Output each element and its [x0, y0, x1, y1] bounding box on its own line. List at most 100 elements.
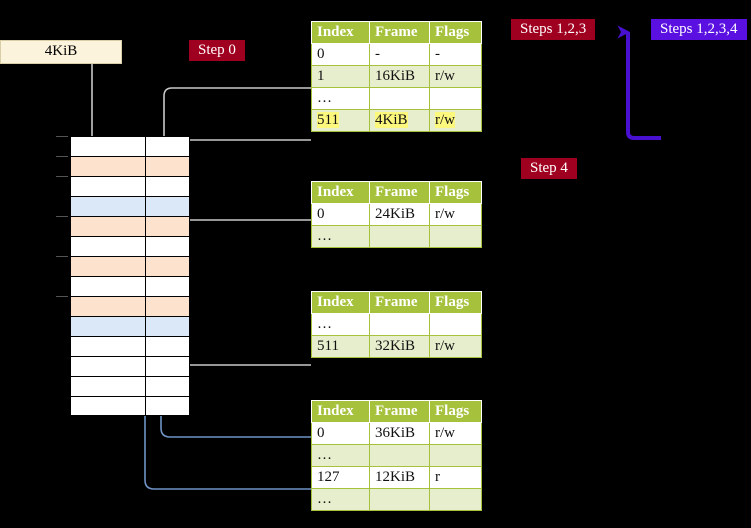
column-header-index: Index	[311, 400, 370, 423]
page-table-level-1: Index Frame Flags 0 - - 1 16KiB r/w … 51…	[311, 21, 482, 132]
memory-row	[70, 216, 190, 236]
cell-index: …	[311, 225, 370, 248]
memory-row	[70, 256, 190, 276]
cell-index: 0	[311, 203, 370, 226]
badge-step-4-label: Step 4	[530, 160, 568, 176]
cell-frame: 32KiB	[369, 335, 430, 358]
table-header-row: Index Frame Flags	[311, 181, 482, 204]
badge-steps-1234: Steps 1,2,3,4	[651, 19, 747, 40]
frame-size-label: 4KiB	[44, 43, 78, 59]
grid-tick	[56, 136, 68, 137]
table-row[interactable]: 127 12KiB r	[311, 466, 482, 489]
memory-row	[70, 276, 190, 296]
cell-flags: r	[429, 466, 482, 489]
memory-row	[70, 356, 190, 376]
cell-index: 0	[311, 43, 370, 66]
memory-row	[70, 296, 190, 316]
memory-row	[70, 396, 190, 416]
cell-index: 511	[311, 109, 370, 132]
grid-tick	[56, 296, 68, 297]
column-header-index: Index	[311, 291, 370, 314]
column-header-index: Index	[311, 21, 370, 44]
cell-flags	[429, 313, 482, 336]
table-row[interactable]: …	[311, 488, 482, 511]
cell-index: 511	[311, 335, 370, 358]
cell-flags	[429, 87, 482, 110]
cell-frame	[369, 444, 430, 467]
connector-l3-to-grid	[173, 308, 311, 366]
grid-tick	[56, 216, 68, 217]
memory-row	[70, 316, 190, 336]
badge-steps-123: Steps 1,2,3	[511, 19, 596, 40]
grid-column-separator	[145, 136, 146, 416]
connector-steps-bracket	[617, 25, 661, 140]
column-header-frame: Frame	[369, 21, 430, 44]
cell-flags	[429, 225, 482, 248]
table-row[interactable]: 0 24KiB r/w	[311, 203, 482, 226]
cell-index: …	[311, 313, 370, 336]
badge-step-0-label: Step 0	[198, 42, 236, 58]
cell-flags: r/w	[429, 109, 482, 132]
column-header-flags: Flags	[429, 400, 482, 423]
cell-frame: 16KiB	[369, 65, 430, 88]
cell-frame: 36KiB	[369, 422, 430, 445]
cell-frame: 24KiB	[369, 203, 430, 226]
cell-index: …	[311, 488, 370, 511]
cell-flags: r/w	[429, 335, 482, 358]
memory-row	[70, 176, 190, 196]
table-row[interactable]: …	[311, 444, 482, 467]
cell-flags: r/w	[429, 65, 482, 88]
table-row[interactable]: 511 4KiB r/w	[311, 109, 482, 132]
column-header-frame: Frame	[369, 400, 430, 423]
column-header-flags: Flags	[429, 181, 482, 204]
page-table-level-2: Index Frame Flags 0 24KiB r/w …	[311, 181, 482, 248]
table-row[interactable]: 0 - -	[311, 43, 482, 66]
cell-frame: 12KiB	[369, 466, 430, 489]
table-row[interactable]: …	[311, 313, 482, 336]
memory-row	[70, 196, 190, 216]
table-header-row: Index Frame Flags	[311, 21, 482, 44]
table-row[interactable]: …	[311, 225, 482, 248]
cell-flags	[429, 444, 482, 467]
badge-steps-123-label: Steps 1,2,3	[520, 21, 587, 37]
cell-flags: r/w	[429, 422, 482, 445]
cell-index: …	[311, 444, 370, 467]
badge-step-4: Step 4	[521, 158, 577, 179]
table-header-row: Index Frame Flags	[311, 291, 482, 314]
table-row[interactable]: 1 16KiB r/w	[311, 65, 482, 88]
frame-size-box: 4KiB	[0, 40, 122, 64]
cell-frame	[369, 225, 430, 248]
table-header-row: Index Frame Flags	[311, 400, 482, 423]
badge-steps-1234-label: Steps 1,2,3,4	[660, 21, 738, 37]
cell-index: …	[311, 87, 370, 110]
column-header-frame: Frame	[369, 181, 430, 204]
cell-flags	[429, 488, 482, 511]
connector-l1-to-grid	[179, 139, 311, 167]
connector-l2-to-grid	[179, 219, 311, 268]
cell-index: 127	[311, 466, 370, 489]
memory-row	[70, 376, 190, 396]
memory-row	[70, 156, 190, 176]
badge-step-0: Step 0	[189, 40, 245, 61]
cell-frame	[369, 488, 430, 511]
cell-frame	[369, 87, 430, 110]
column-header-index: Index	[311, 181, 370, 204]
cell-flags: -	[429, 43, 482, 66]
memory-row	[70, 336, 190, 356]
column-header-flags: Flags	[429, 291, 482, 314]
memory-row	[70, 236, 190, 256]
table-row[interactable]: 511 32KiB r/w	[311, 335, 482, 358]
column-header-frame: Frame	[369, 291, 430, 314]
column-header-flags: Flags	[429, 21, 482, 44]
cell-index: 1	[311, 65, 370, 88]
cell-flags: r/w	[429, 203, 482, 226]
cell-frame: 4KiB	[369, 109, 430, 132]
cell-index: 0	[311, 422, 370, 445]
table-row[interactable]: …	[311, 87, 482, 110]
physical-memory-grid	[56, 136, 190, 416]
page-table-level-3: Index Frame Flags … 511 32KiB r/w	[311, 291, 482, 358]
page-table-level-4: Index Frame Flags 0 36KiB r/w … 127 12Ki…	[311, 400, 482, 511]
table-row[interactable]: 0 36KiB r/w	[311, 422, 482, 445]
cell-frame: -	[369, 43, 430, 66]
memory-row	[70, 136, 190, 156]
